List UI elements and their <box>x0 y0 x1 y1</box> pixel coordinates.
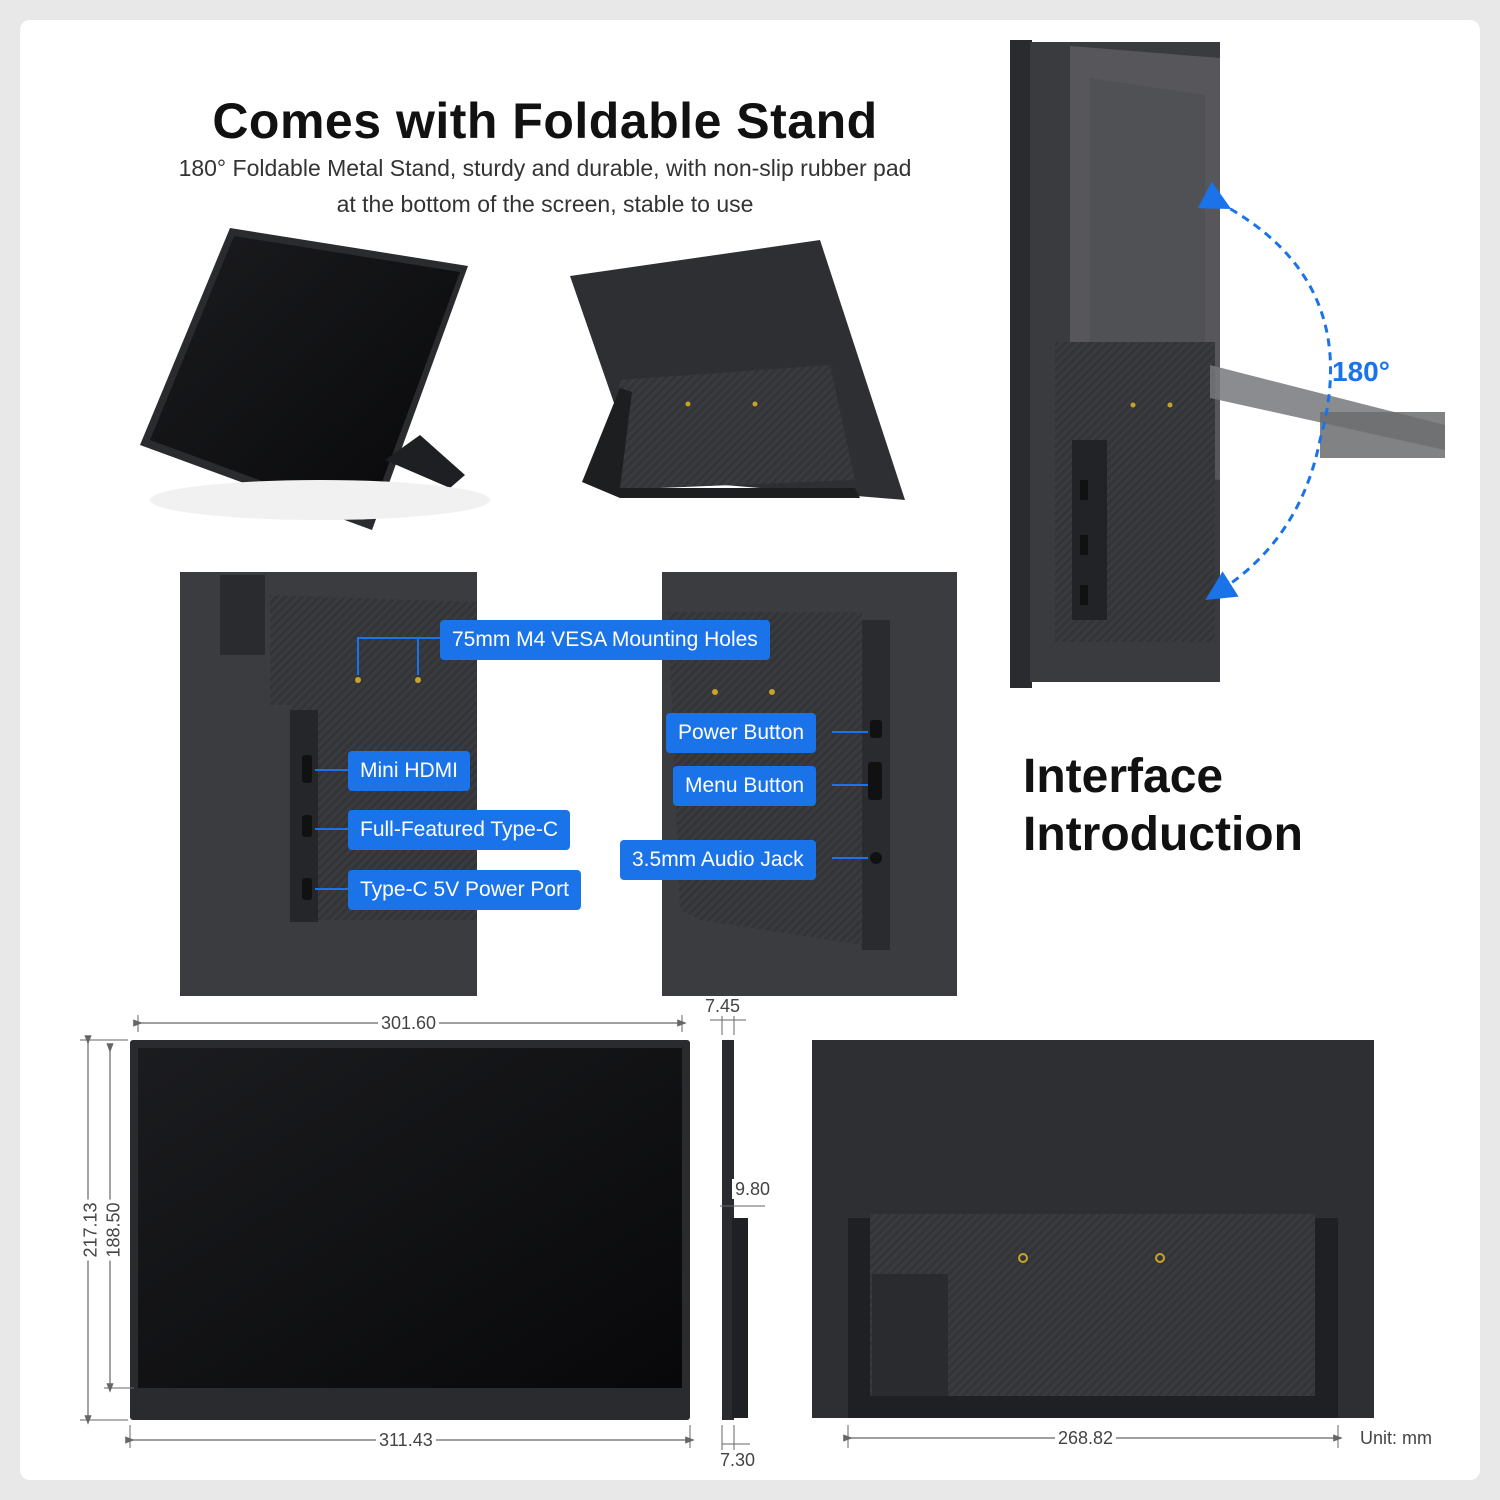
dim-front-top-width: 301.60 <box>378 1013 440 1033</box>
dim-front-bottom-width: 311.43 <box>376 1430 436 1450</box>
interface-title-line-1: Interface <box>1023 750 1224 803</box>
rotation-angle-label: 180° <box>1332 356 1390 387</box>
callout-type-c-full: Full-Featured Type-C <box>348 810 571 850</box>
front-dimension-drawing <box>80 1015 695 1448</box>
dim-side-bottom: 7.30 <box>717 1450 759 1470</box>
monitor-side-rotation <box>1010 40 1445 688</box>
side-dimension-drawing <box>710 1012 765 1450</box>
subtitle-line-1: 180° Foldable Metal Stand, sturdy and du… <box>178 155 912 181</box>
dim-front-inner-height: 188.50 <box>103 1199 124 1261</box>
back-dimension-drawing <box>812 1040 1374 1448</box>
dim-back-width: 268.82 <box>1055 1428 1117 1448</box>
dim-side-stand: 9.80 <box>732 1179 774 1199</box>
interface-section-title: Interface Introduction <box>1023 748 1303 864</box>
subtitle-line-2: at the bottom of the screen, stable to u… <box>336 191 754 217</box>
product-card: Comes with Foldable Stand 180° Foldable … <box>20 20 1480 1480</box>
interface-title-line-2: Introduction <box>1023 808 1303 861</box>
product-illustrations <box>80 40 1445 1450</box>
monitor-back-perspective <box>570 240 905 500</box>
callout-menu-button: Menu Button <box>673 766 817 806</box>
monitor-front-perspective <box>140 228 490 530</box>
unit-label: Unit: mm <box>1360 1428 1432 1448</box>
dim-side-top: 7.45 <box>702 996 744 1016</box>
callout-audio-jack: 3.5mm Audio Jack <box>620 840 816 880</box>
page-title: Comes with Foldable Stand <box>212 93 878 149</box>
callout-type-c-power: Type-C 5V Power Port <box>348 870 581 910</box>
page-subtitle: 180° Foldable Metal Stand, sturdy and du… <box>110 150 980 222</box>
dim-front-outer-height: 217.13 <box>80 1199 101 1261</box>
callout-power-button: Power Button <box>666 713 817 753</box>
callout-mini-hdmi: Mini HDMI <box>348 751 470 791</box>
callout-vesa-holes: 75mm M4 VESA Mounting Holes <box>440 620 770 660</box>
